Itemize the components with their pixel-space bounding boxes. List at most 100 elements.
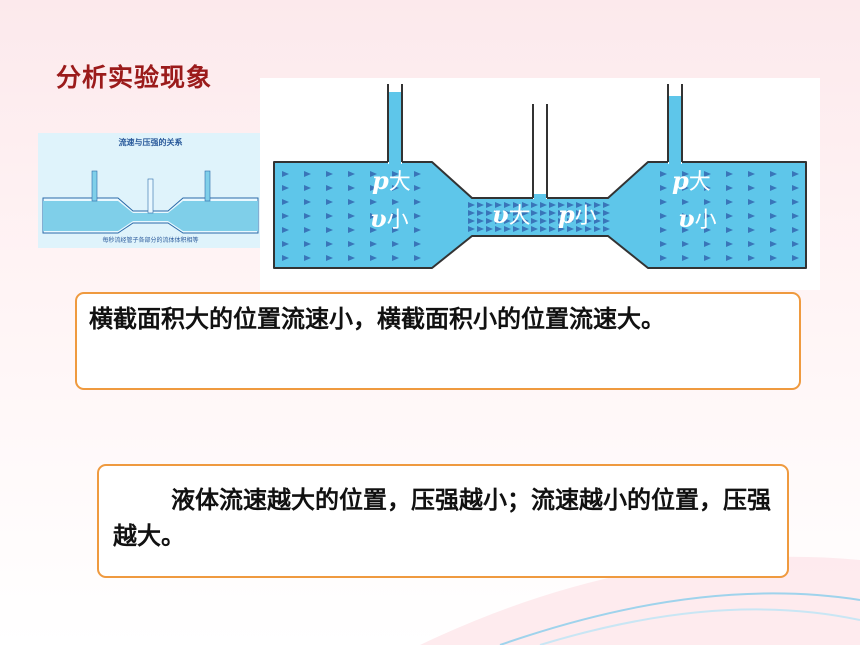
flow-arrow [770,241,777,247]
flow-arrow [567,202,574,208]
flow-arrow [468,226,475,232]
flow-arrow [304,171,311,177]
flow-arrow [348,171,355,177]
flow-arrow [540,218,547,224]
flow-arrow [540,202,547,208]
flow-arrow [531,226,538,232]
flow-arrow [660,171,667,177]
flow-arrow [392,213,399,219]
flow-arrow [585,210,592,216]
flow-arrow [513,218,520,224]
flow-arrow [282,241,289,247]
flow-arrow [522,218,529,224]
pipe-drawing [273,84,807,269]
flow-arrow [594,226,601,232]
flow-arrow [282,185,289,191]
flow-arrow [770,171,777,177]
flow-arrow [792,171,799,177]
flow-arrow [414,255,421,261]
flow-arrow [414,241,421,247]
flow-arrow [348,213,355,219]
flow-arrow [682,213,689,219]
flow-arrow [792,227,799,233]
flow-arrow [792,241,799,247]
flow-arrow [603,210,610,216]
flow-arrow [549,210,556,216]
flow-arrow [594,218,601,224]
flow-arrow [558,202,565,208]
flow-arrow [770,227,777,233]
flow-arrow [348,255,355,261]
flow-arrow [549,202,556,208]
flow-arrow [682,171,689,177]
flow-arrow [660,199,667,205]
flow-arrow [486,218,493,224]
flow-arrow [660,185,667,191]
flow-arrow [704,227,711,233]
flow-arrow [326,241,333,247]
flow-arrow [585,218,592,224]
flow-arrow [348,227,355,233]
conclusion-text-area-speed: 横截面积大的位置流速小，横截面积小的位置流速大。 [89,305,665,333]
flow-arrow [603,202,610,208]
conclusion-box-speed-pressure: 液体流速越大的位置，压强越小；流速越小的位置，压强越大。 [97,464,789,578]
flow-arrow [726,213,733,219]
flow-arrow [495,210,502,216]
flow-arrow [304,227,311,233]
flow-arrow [660,241,667,247]
label-left-pressure: p大 [372,166,411,195]
flow-arrow [468,218,475,224]
flow-arrow [486,210,493,216]
flow-arrow [603,226,610,232]
flow-arrow [282,199,289,205]
flow-arrow [726,255,733,261]
flow-arrow [748,199,755,205]
flow-arrow [748,227,755,233]
label-right-velocity: υ小 [678,204,717,233]
flow-arrow [282,255,289,261]
flow-arrow [304,241,311,247]
flow-arrow [414,185,421,191]
flow-arrow [326,171,333,177]
flow-arrow [531,210,538,216]
flow-arrow [477,210,484,216]
flow-arrow [576,218,583,224]
label-middle-pressure: p小 [558,200,597,229]
label-left-velocity: υ小 [370,204,409,233]
flow-arrow [326,185,333,191]
flow-arrow [682,241,689,247]
flow-arrow [704,241,711,247]
flow-arrow [726,227,733,233]
flow-arrow [682,227,689,233]
flow-arrow [504,202,511,208]
flow-arrow [770,255,777,261]
flow-arrow [326,227,333,233]
flow-arrow [522,226,529,232]
flow-arrow [585,202,592,208]
flow-arrow [558,210,565,216]
flow-arrow [304,213,311,219]
flow-arrow [304,185,311,191]
flow-arrow [414,227,421,233]
flow-arrow [704,171,711,177]
flow-arrow [792,199,799,205]
flow-arrow [392,199,399,205]
flow-arrow [326,255,333,261]
flow-arrow [282,171,289,177]
flow-arrow [567,226,574,232]
conclusion-text-speed-pressure: 液体流速越大的位置，压强越小；流速越小的位置，压强越大。 [113,486,771,550]
flow-arrow [414,171,421,177]
flow-arrow [576,226,583,232]
thumbnail-pipe-image [42,170,259,234]
flow-arrow [392,171,399,177]
flow-arrow [726,185,733,191]
flow-arrow [370,171,377,177]
flow-arrow [594,202,601,208]
flow-arrow [468,202,475,208]
flow-arrow [468,210,475,216]
flow-arrow [792,255,799,261]
flow-arrow [392,241,399,247]
flow-arrow [603,218,610,224]
flow-arrow [682,185,689,191]
flow-arrow [348,199,355,205]
